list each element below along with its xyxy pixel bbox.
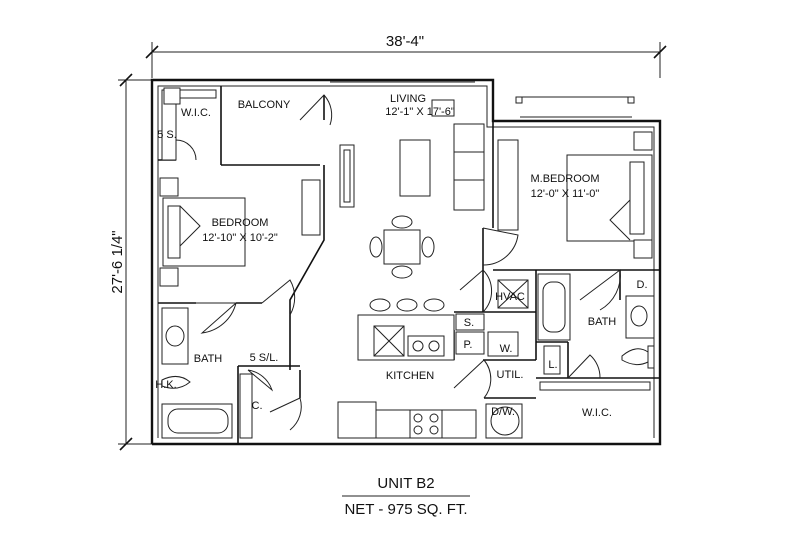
title-block: UNIT B2 NET - 975 SQ. FT. [342, 475, 470, 518]
label-bath-master: BATH [588, 316, 617, 328]
label-shelf-left: 5 S. [157, 129, 177, 141]
unit-title: UNIT B2 [377, 475, 434, 492]
label-bedroom-size: 12'-10" X 10'-2" [202, 232, 278, 244]
label-linen: L. [548, 359, 557, 371]
label-shelf-linen: 5 S/L. [250, 352, 279, 364]
label-pantry: P. [464, 339, 473, 351]
fixtures [159, 87, 655, 439]
label-util: UTIL. [497, 369, 524, 381]
label-washer: W. [500, 343, 513, 355]
area-label: NET - 975 SQ. FT. [344, 501, 467, 518]
label-living: LIVING [390, 93, 426, 105]
height-dimension: 27'-6 1/4" [109, 73, 152, 451]
width-dimension: 38'-4" [145, 33, 667, 78]
label-mbedroom-size: 12'-0" X 11'-0" [531, 188, 600, 200]
label-living-size: 12'-1" X 17'-6" [385, 106, 455, 118]
label-bath-left: BATH [194, 353, 223, 365]
label-hvac: HVAC [495, 291, 525, 303]
label-wic-master: W.I.C. [582, 407, 612, 419]
doors [175, 94, 621, 431]
width-label: 38'-4" [386, 33, 424, 50]
room-labels: W.I.C. BALCONY LIVING 12'-1" X 17'-6" 5 … [155, 93, 647, 419]
label-balcony: BALCONY [238, 99, 291, 111]
label-mbedroom: M.BEDROOM [530, 173, 599, 185]
height-label: 27'-6 1/4" [109, 230, 126, 293]
label-hk: H.K. [155, 379, 176, 391]
label-shelf-pantry: S. [464, 317, 474, 329]
label-closet: C. [252, 400, 263, 412]
label-dryer-d: D. [637, 279, 648, 291]
label-bedroom: BEDROOM [212, 217, 269, 229]
label-kitchen: KITCHEN [386, 370, 434, 382]
label-wic-left: W.I.C. [181, 107, 211, 119]
label-dw: D/W. [491, 406, 515, 418]
